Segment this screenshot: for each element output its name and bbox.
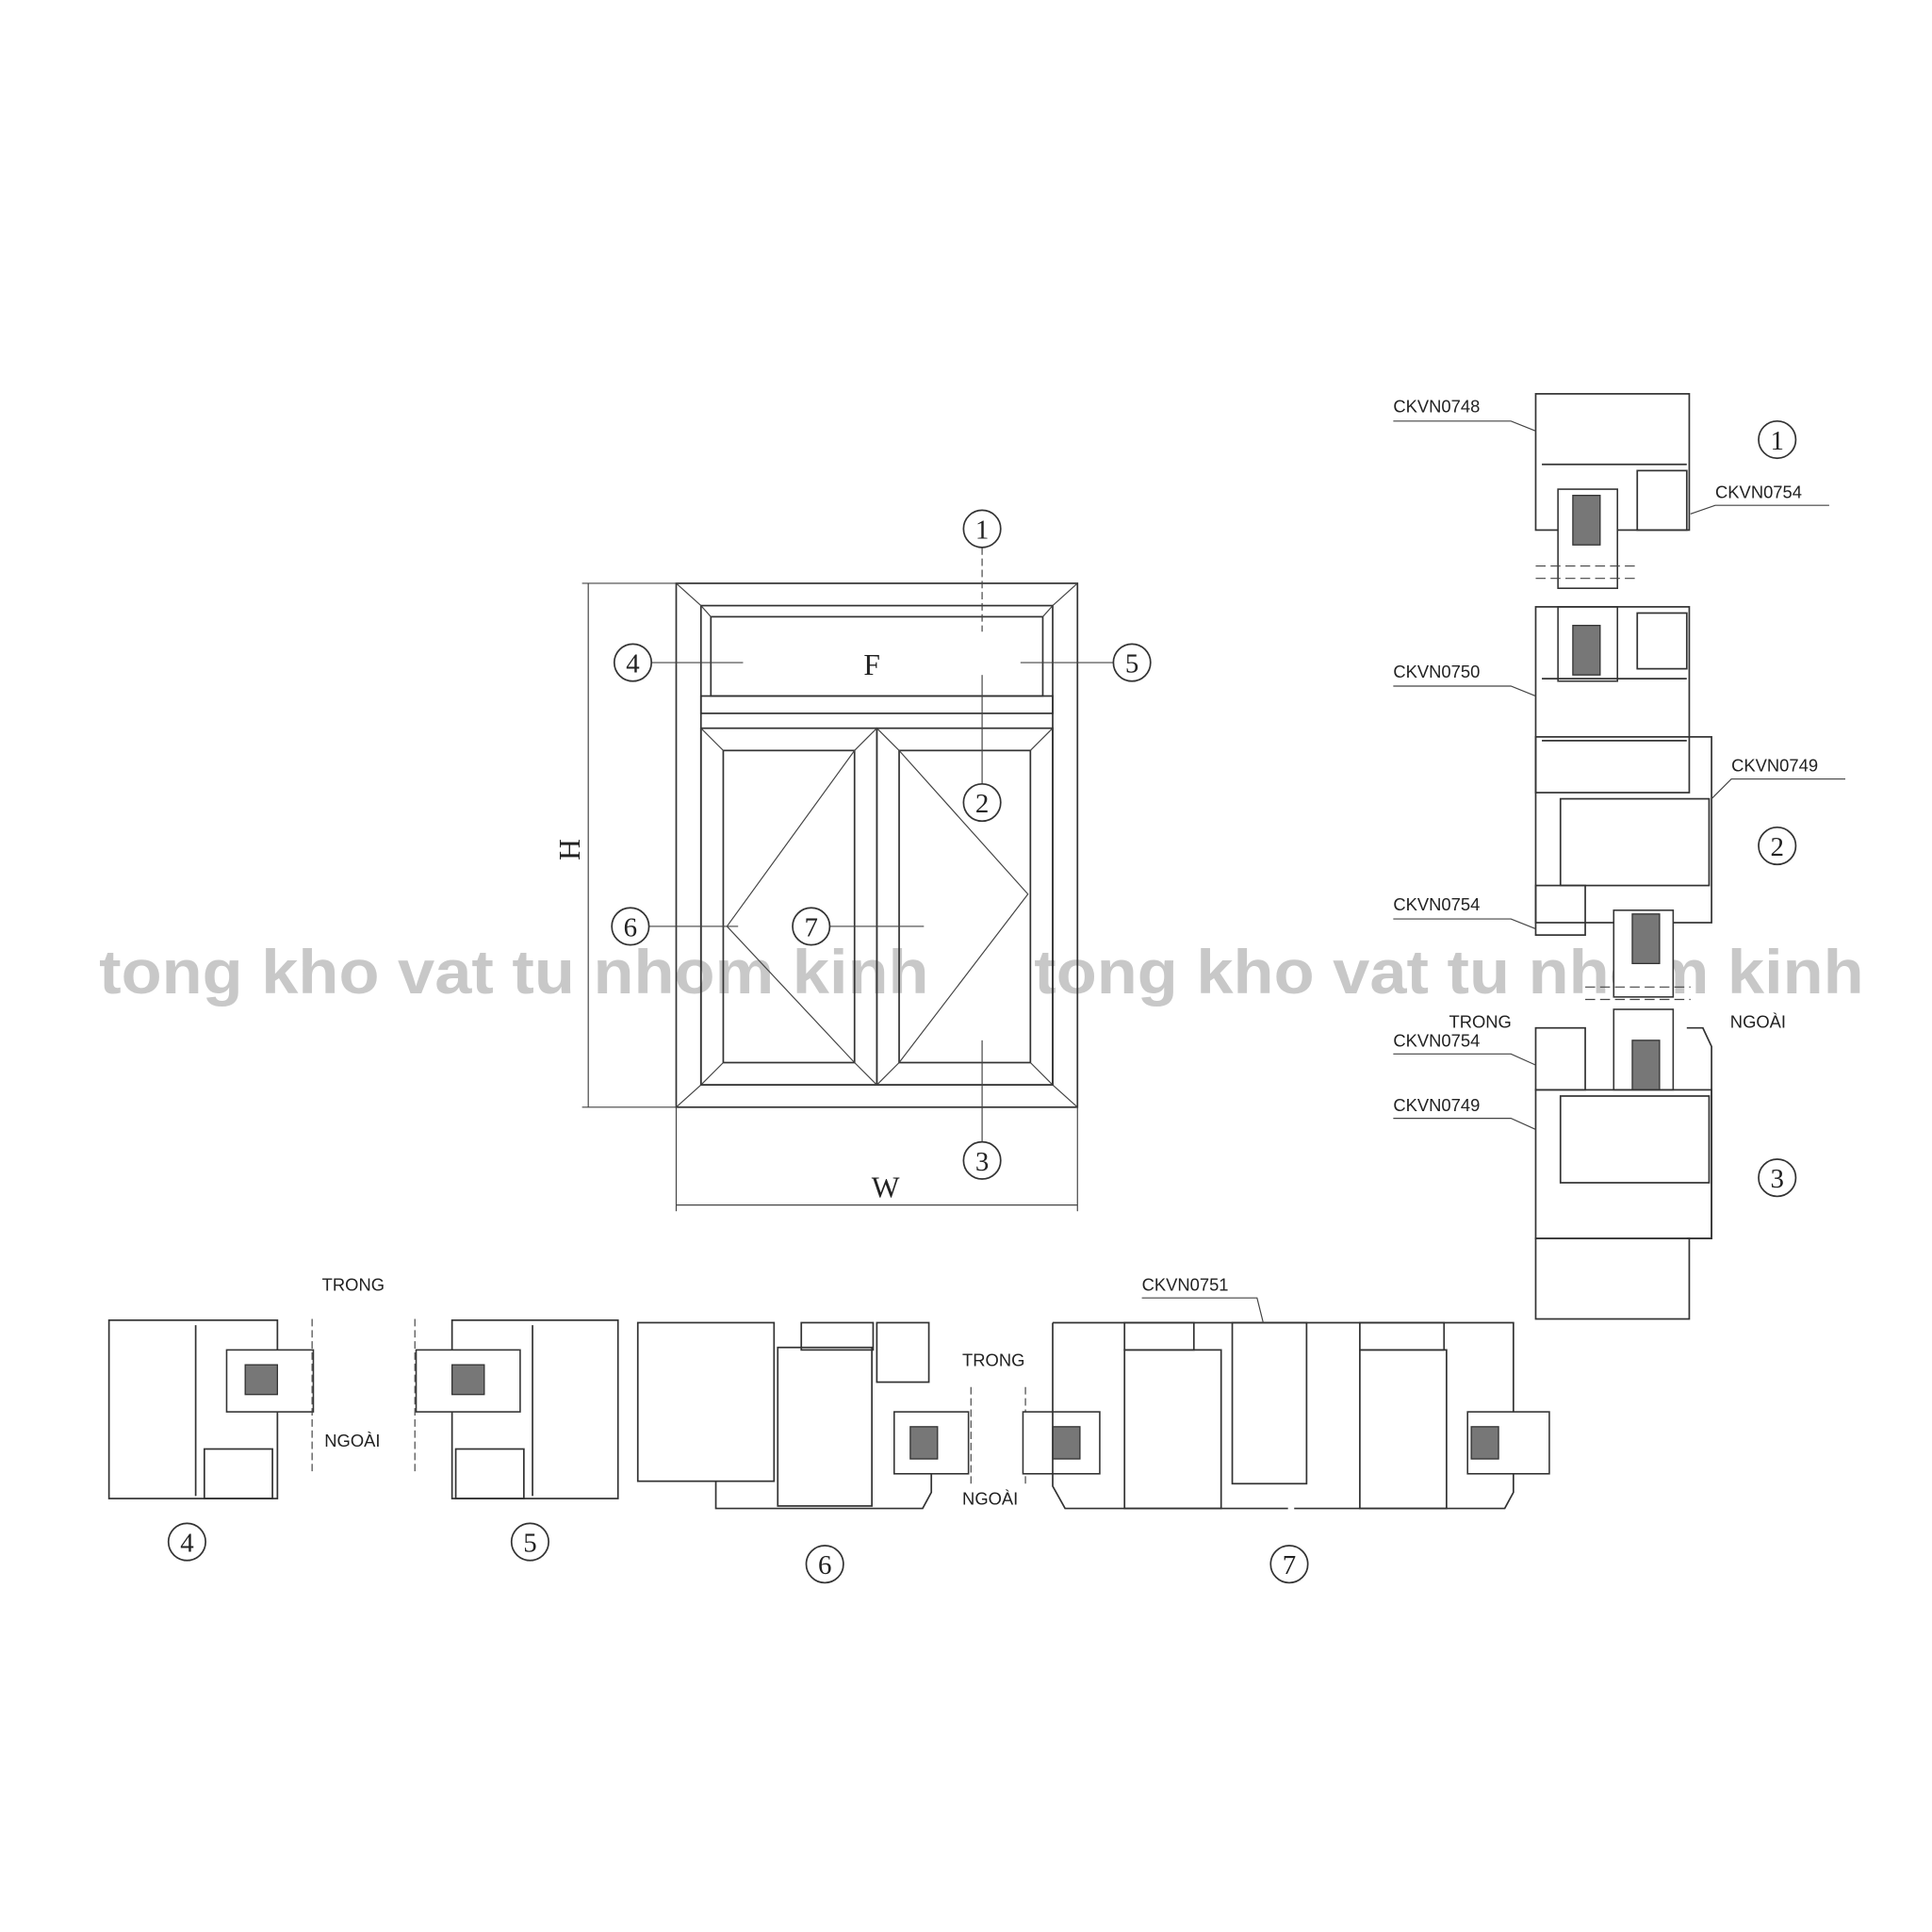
height-dimension-label: H bbox=[553, 839, 586, 860]
section-6-outer-frame bbox=[636, 1321, 776, 1482]
svg-text:1: 1 bbox=[1771, 426, 1784, 456]
section-marker-6: 6 bbox=[611, 907, 650, 946]
svg-text:3: 3 bbox=[975, 1147, 989, 1177]
svg-text:7: 7 bbox=[1283, 1550, 1296, 1580]
inside-label: TRONG bbox=[1449, 1012, 1512, 1032]
svg-text:6: 6 bbox=[624, 912, 637, 942]
svg-text:2: 2 bbox=[975, 789, 989, 819]
window-elevation: F H W 1 2 3 4 5 6 7 bbox=[553, 509, 1152, 1212]
transom-bar bbox=[699, 695, 1054, 714]
svg-text:5: 5 bbox=[523, 1529, 536, 1559]
section-marker-7: 7 bbox=[792, 907, 831, 946]
code-bead-mid: CKVN0754 bbox=[1393, 894, 1480, 914]
code-bead-low: CKVN0754 bbox=[1393, 1030, 1480, 1050]
fixed-panel-label: F bbox=[863, 648, 880, 681]
mullion-profile bbox=[1231, 1321, 1308, 1485]
section-marker-5: 5 bbox=[1112, 643, 1152, 682]
outer-frame bbox=[675, 582, 1079, 1108]
profile-transom bbox=[1534, 606, 1691, 794]
section-marker-4: 4 bbox=[613, 643, 653, 682]
svg-text:3: 3 bbox=[1771, 1164, 1784, 1194]
code-top-bead: CKVN0754 bbox=[1715, 482, 1802, 501]
section-marker-1: 1 bbox=[962, 509, 1002, 548]
vertical-marker-3: 3 bbox=[1758, 1158, 1797, 1198]
section-marker-2: 2 bbox=[962, 782, 1002, 823]
watermark-left: tong kho vat tu nhom kinh bbox=[99, 938, 928, 1007]
svg-text:1: 1 bbox=[975, 516, 989, 546]
code-top-frame: CKVN0748 bbox=[1393, 397, 1480, 417]
horizontal-marker-4: 4 bbox=[167, 1522, 206, 1562]
svg-text:7: 7 bbox=[805, 912, 818, 942]
outside-label-left: NGOÀI bbox=[324, 1431, 380, 1450]
opening-indicator-right bbox=[898, 749, 1029, 1063]
vertical-marker-1: 1 bbox=[1758, 419, 1797, 460]
vertical-section: CKVN0748 CKVN0754 CKVN0750 CKVN0749 CKVN… bbox=[1393, 393, 1846, 1320]
mullion-code: CKVN0751 bbox=[1142, 1274, 1229, 1294]
horizontal-marker-7: 7 bbox=[1269, 1545, 1309, 1584]
svg-text:5: 5 bbox=[1125, 649, 1138, 679]
vertical-marker-2: 2 bbox=[1758, 826, 1797, 866]
opening-indicator-left bbox=[726, 749, 856, 1063]
svg-text:4: 4 bbox=[626, 649, 639, 679]
inside-label-left: TRONG bbox=[322, 1274, 385, 1294]
outside-label-mid: NGOÀI bbox=[962, 1489, 1018, 1509]
right-sash bbox=[876, 727, 1054, 1087]
horizontal-marker-5: 5 bbox=[510, 1522, 550, 1562]
code-transom: CKVN0750 bbox=[1393, 662, 1480, 681]
code-sash-bottom: CKVN0749 bbox=[1393, 1095, 1480, 1115]
profile-sash-top bbox=[1534, 736, 1712, 924]
outside-label: NGOÀI bbox=[1730, 1012, 1786, 1032]
horizontal-marker-6: 6 bbox=[805, 1545, 844, 1584]
horizontal-sections: TRONG NGOÀI TRONG NGOÀI CKVN0751 4 5 6 7 bbox=[107, 1274, 1550, 1584]
width-dimension-label: W bbox=[872, 1171, 900, 1204]
svg-text:2: 2 bbox=[1771, 832, 1784, 862]
svg-text:6: 6 bbox=[818, 1550, 831, 1580]
inside-label-mid: TRONG bbox=[962, 1350, 1024, 1369]
section-marker-3: 3 bbox=[962, 1140, 1002, 1180]
watermark-right: tong kho vat tu nhom kinh bbox=[1034, 938, 1863, 1007]
profile-bottom-frame bbox=[1534, 1237, 1691, 1320]
left-sash bbox=[699, 727, 878, 1087]
svg-text:4: 4 bbox=[180, 1529, 193, 1559]
code-sash-top: CKVN0749 bbox=[1731, 756, 1818, 776]
profile-sash-bottom bbox=[1534, 1089, 1712, 1239]
